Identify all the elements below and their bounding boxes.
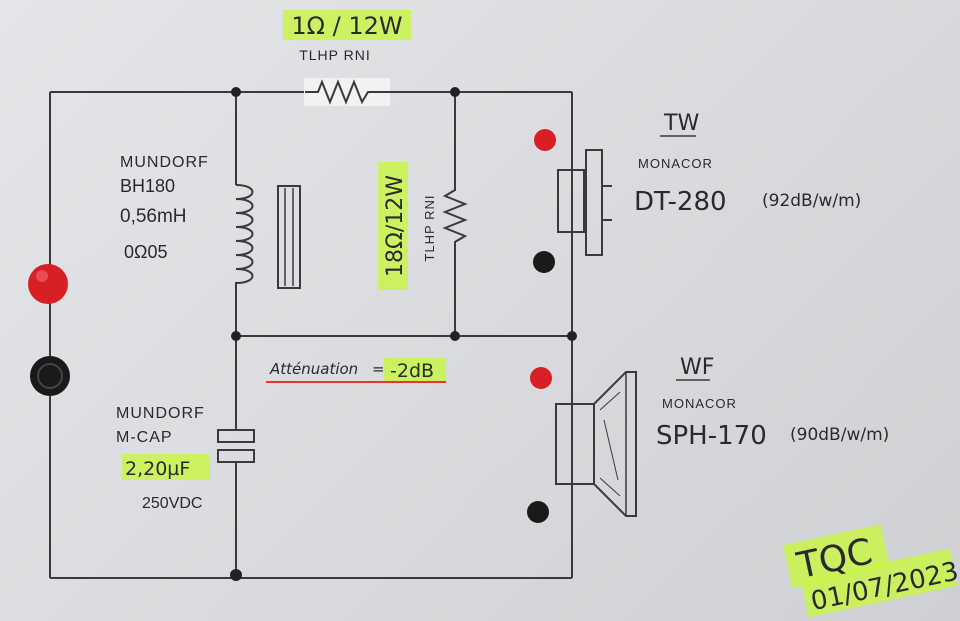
capacitor-plate-top bbox=[217, 429, 255, 443]
tweeter-faceplate bbox=[585, 149, 603, 256]
woofer-cone-hatch bbox=[599, 391, 621, 497]
parallel-resistor: 18Ω/12W TLHP RNI bbox=[378, 162, 468, 290]
attenuation-note: Atténuation = -2dB bbox=[266, 358, 446, 383]
author-stamp: TQC 01/07/2023 bbox=[782, 524, 960, 618]
woofer-model: SPH-170 bbox=[656, 421, 767, 451]
inductor-model: BH180 bbox=[120, 176, 175, 196]
parallel-resistor-highlight bbox=[378, 162, 408, 290]
junction-dot bbox=[450, 87, 460, 97]
junction-dot bbox=[230, 569, 242, 581]
woofer: WF MONACOR SPH-170 (90dB/w/m) bbox=[527, 355, 889, 523]
capacitor-plate-bottom bbox=[217, 449, 255, 463]
stamp-date-highlight bbox=[800, 548, 958, 618]
attenuation-highlight bbox=[384, 358, 446, 382]
series-resistor-type: TLHP RNI bbox=[299, 47, 371, 63]
inductor-core bbox=[277, 185, 301, 289]
tweeter-sensitivity: (92dB/w/m) bbox=[762, 191, 861, 211]
input-terminal-positive bbox=[28, 264, 68, 304]
input-terminal-negative-ring bbox=[37, 363, 63, 389]
capacitor-brand: MUNDORF bbox=[116, 405, 205, 422]
capacitor-highlight bbox=[122, 454, 210, 480]
input-terminal-negative bbox=[30, 356, 70, 396]
junction-dot bbox=[450, 331, 460, 341]
input-terminal-positive-shine bbox=[36, 270, 48, 282]
woofer-terminal-negative bbox=[527, 501, 549, 523]
series-resistor-zigzag bbox=[305, 79, 390, 105]
parallel-resistor-type: TLHP RNI bbox=[422, 195, 437, 262]
inductor-coil bbox=[235, 184, 254, 290]
capacitor-voltage: 250VDC bbox=[142, 495, 202, 512]
series-resistor: 1Ω / 12W TLHP RNI bbox=[283, 10, 411, 106]
woofer-cone bbox=[593, 371, 637, 517]
tweeter-terminal-positive bbox=[534, 129, 556, 151]
tweeter: TW MONACOR DT-280 (92dB/w/m) bbox=[533, 111, 861, 273]
inductor-inductance: 0,56mH bbox=[120, 206, 187, 227]
series-resistor-value: 1Ω / 12W bbox=[291, 12, 402, 40]
inductor: MUNDORF BH180 0,56mH 0Ω05 bbox=[120, 154, 301, 290]
wires bbox=[49, 91, 573, 579]
inductor-brand: MUNDORF bbox=[120, 154, 209, 171]
inductor-resistance: 0Ω05 bbox=[124, 242, 168, 262]
junction-dot bbox=[231, 331, 241, 341]
woofer-brand: MONACOR bbox=[662, 396, 737, 411]
series-resistor-highlight bbox=[283, 10, 411, 40]
input-terminals bbox=[28, 264, 70, 396]
junction-dots bbox=[230, 87, 577, 581]
tweeter-brand: MONACOR bbox=[638, 156, 713, 171]
capacitor-model: M-CAP bbox=[116, 429, 173, 446]
attenuation-value: -2dB bbox=[390, 360, 434, 382]
tweeter-tag: TW bbox=[663, 111, 699, 136]
woofer-terminal-positive bbox=[530, 367, 552, 389]
woofer-sensitivity: (90dB/w/m) bbox=[790, 425, 889, 445]
capacitor-capacitance: 2,20µF bbox=[125, 458, 190, 480]
parallel-resistor-zigzag bbox=[442, 180, 468, 250]
capacitor: MUNDORF M-CAP 2,20µF 250VDC bbox=[116, 405, 255, 512]
attenuation-equals: = bbox=[372, 360, 385, 378]
tweeter-model: DT-280 bbox=[634, 187, 727, 217]
junction-dot bbox=[231, 87, 241, 97]
tweeter-magnet bbox=[557, 169, 585, 233]
parallel-resistor-value: 18Ω/12W bbox=[383, 175, 408, 277]
woofer-tag: WF bbox=[680, 355, 714, 380]
junction-dot bbox=[567, 331, 577, 341]
woofer-magnet bbox=[555, 403, 595, 485]
attenuation-label: Atténuation bbox=[269, 360, 358, 378]
tweeter-terminal-negative bbox=[533, 251, 555, 273]
